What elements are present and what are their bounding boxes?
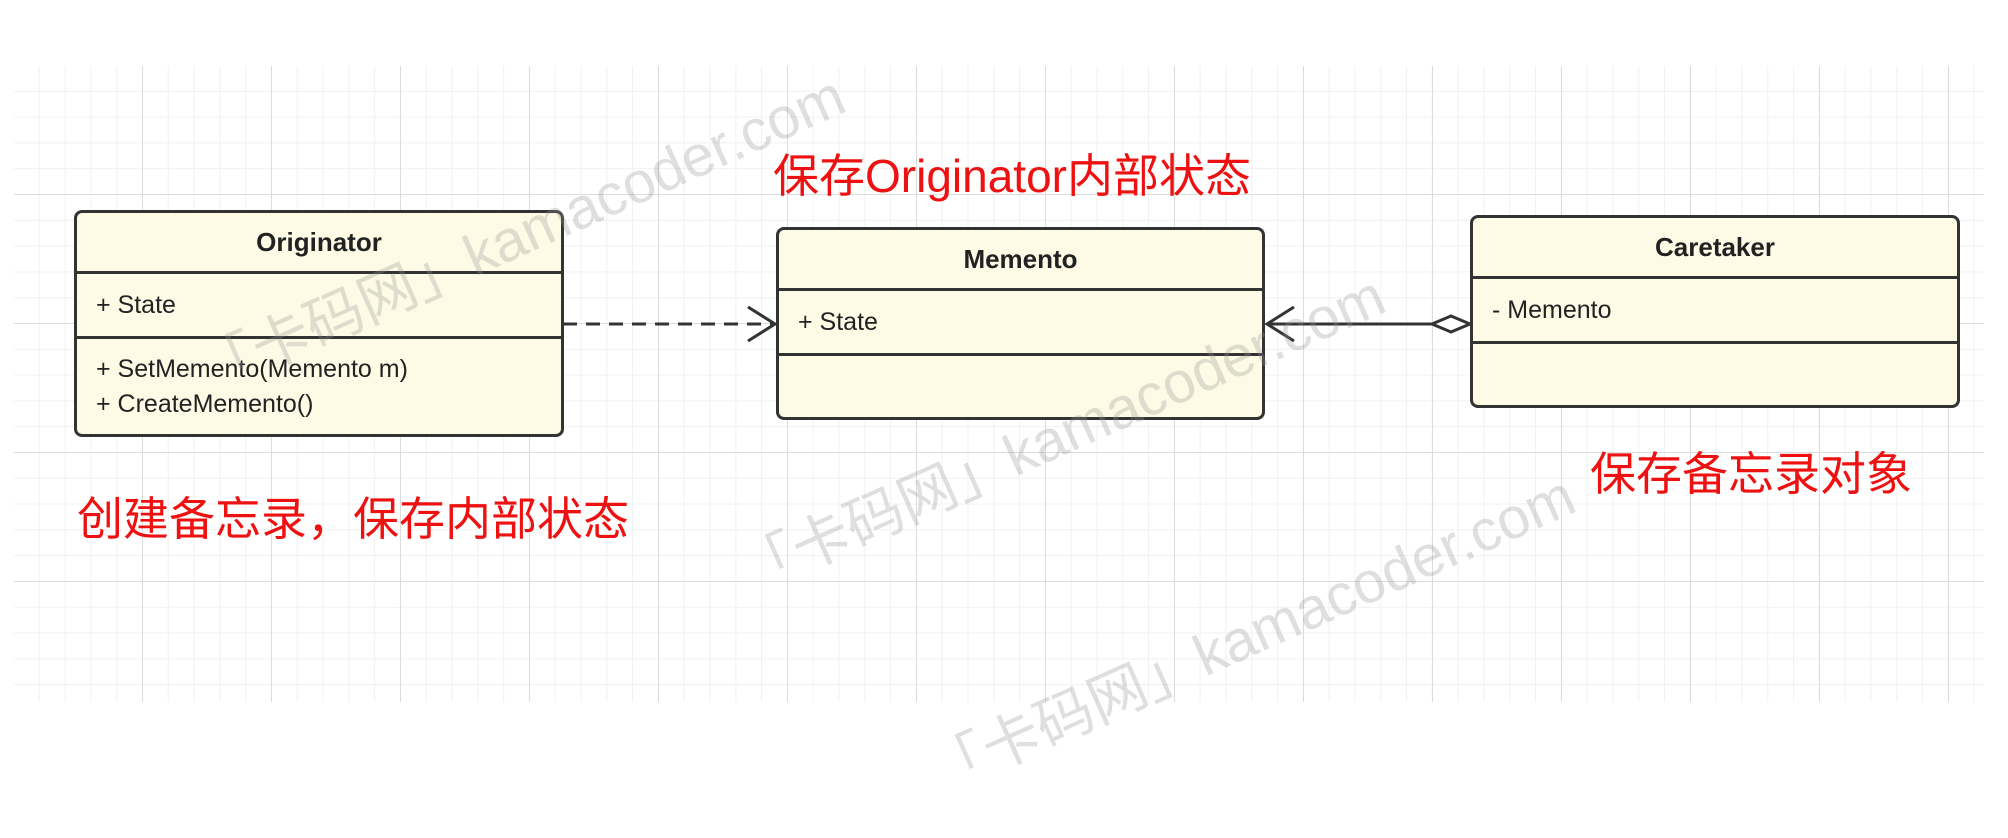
note-caretaker: 保存备忘录对象 — [1590, 448, 1912, 500]
dependency-arrow — [563, 305, 778, 343]
methods-section — [1473, 344, 1957, 405]
note-memento: 保存Originator内部状态 — [773, 150, 1251, 202]
attributes-section: - Memento — [1473, 279, 1957, 344]
class-name: Memento — [779, 230, 1262, 291]
method: + SetMemento(Memento m) — [96, 354, 408, 383]
aggregation-arrow — [1264, 305, 1474, 343]
class-originator[interactable]: Originator + State + SetMemento(Memento … — [74, 210, 564, 437]
class-memento[interactable]: Memento + State — [776, 227, 1265, 420]
attributes-section: + State — [779, 291, 1262, 356]
attribute: + State — [798, 307, 878, 336]
attribute: - Memento — [1492, 295, 1612, 324]
attribute: + State — [96, 290, 176, 319]
class-name: Originator — [77, 213, 561, 274]
methods-section: + SetMemento(Memento m) + CreateMemento(… — [77, 339, 561, 434]
method: + CreateMemento() — [96, 389, 314, 418]
class-name: Caretaker — [1473, 218, 1957, 279]
note-originator: 创建备忘录，保存内部状态 — [77, 493, 629, 545]
class-caretaker[interactable]: Caretaker - Memento — [1470, 215, 1960, 408]
attributes-section: + State — [77, 274, 561, 339]
methods-section — [779, 356, 1262, 417]
